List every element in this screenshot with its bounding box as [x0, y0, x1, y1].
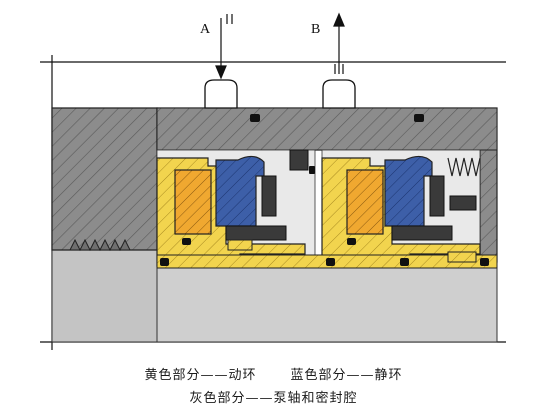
drive-pin-right: [447, 251, 477, 263]
thread-teeth: [69, 238, 131, 252]
stationary-ring-left: [215, 155, 265, 227]
legend-gray: 灰色部分——泵轴和密封腔: [189, 391, 358, 406]
stationary-ring-right: [384, 155, 433, 227]
legend-line-2: 灰色部分——泵轴和密封腔: [0, 387, 547, 406]
spring-right: [447, 157, 481, 177]
seal-face-right: [346, 169, 384, 235]
seal-face-left: [174, 169, 212, 235]
legend-blue: 蓝色部分——静环: [290, 368, 403, 383]
port-a-boss: [204, 79, 238, 109]
flow-arrow-a: [215, 14, 233, 80]
gland-inner: [156, 107, 498, 151]
drive-pin-left: [227, 239, 253, 251]
port-b-label: B: [311, 22, 320, 37]
legend-yellow: 黄色部分——动环: [144, 368, 257, 383]
o-rings: [160, 114, 489, 266]
shaft-body: [156, 261, 498, 343]
seal-chamber-left: [51, 107, 158, 251]
pump-shaft: [51, 249, 158, 343]
flow-arrow-b: [333, 12, 345, 74]
port-a-label: A: [200, 22, 211, 37]
port-b-boss: [322, 79, 356, 109]
legend-line-1: 黄色部分——动环 蓝色部分——静环: [0, 364, 547, 383]
retainer-parts: [225, 149, 477, 241]
